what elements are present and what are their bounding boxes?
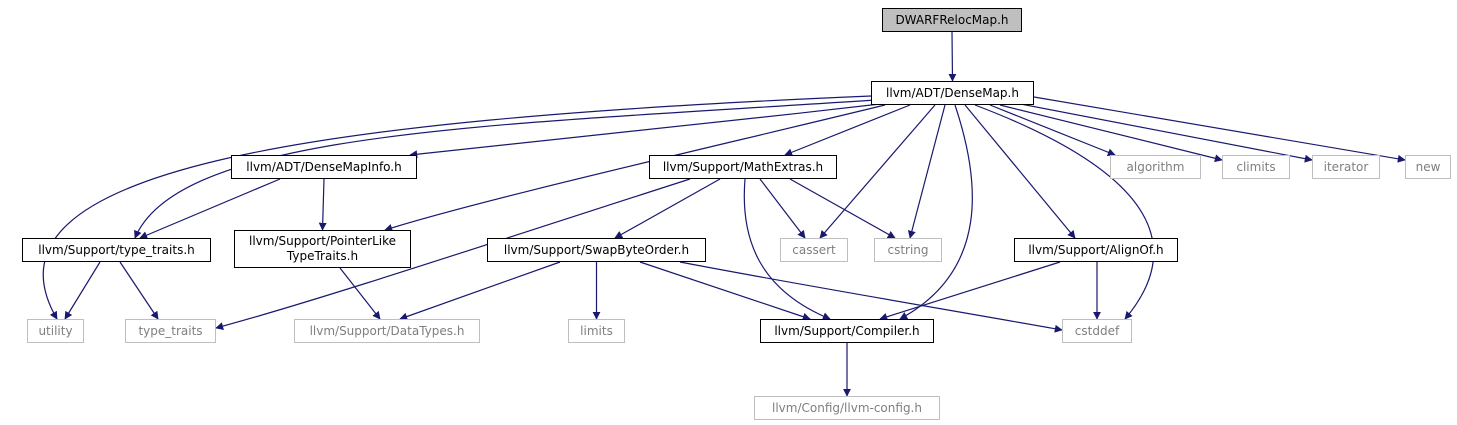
- edge-alignof-to-compiler: [879, 261, 1061, 321]
- edge-mathextras-to-cassert: [759, 178, 806, 239]
- node-label: llvm/Support/MathExtras.h: [662, 159, 824, 174]
- node-cstddef: cstddef: [1062, 319, 1132, 343]
- node-label: cstddef: [1074, 323, 1120, 338]
- node-densemapinfo[interactable]: llvm/ADT/DenseMapInfo.h: [231, 155, 417, 179]
- edge-dwarfrelocmap-to-densemap: [948, 31, 957, 82]
- node-typetraits-h[interactable]: llvm/Support/type_traits.h: [22, 238, 211, 262]
- node-cstring: cstring: [874, 238, 942, 262]
- node-utility: utility: [27, 319, 84, 343]
- edge-densemap-to-typetraits-h: [134, 99, 876, 239]
- edge-densemap-to-pointerlike: [384, 104, 886, 232]
- node-dwarfrelocmap: DWARFRelocMap.h: [882, 8, 1022, 32]
- node-label: DWARFRelocMap.h: [895, 12, 1009, 27]
- edge-densemap-to-mathextras: [784, 104, 911, 157]
- node-climits: climits: [1222, 155, 1290, 179]
- edge-densemap-to-climits: [999, 104, 1223, 163]
- edge-densemap-to-new: [1033, 96, 1406, 163]
- node-pointerlike[interactable]: llvm/Support/PointerLike TypeTraits.h: [234, 230, 411, 268]
- node-swapbyteorder[interactable]: llvm/Support/SwapByteOrder.h: [487, 238, 706, 262]
- node-type-traits: type_traits: [125, 319, 216, 343]
- node-label: climits: [1236, 159, 1276, 174]
- edge-densemap-to-compiler: [899, 104, 973, 320]
- node-limits: limits: [568, 319, 625, 343]
- node-label: llvm/Support/AlignOf.h: [1028, 242, 1164, 257]
- node-label: algorithm: [1126, 159, 1185, 174]
- node-label: cassert: [792, 242, 836, 257]
- edge-swapbyteorder-to-cstddef: [679, 261, 1063, 333]
- node-label: cstring: [887, 242, 929, 257]
- node-label: type_traits: [138, 323, 203, 338]
- node-llvmconfig: llvm/Config/llvm-config.h: [754, 396, 940, 420]
- edge-mathextras-to-cstring: [789, 178, 896, 239]
- edge-mathextras-to-compiler: [743, 178, 831, 320]
- node-algorithm: algorithm: [1110, 155, 1201, 179]
- node-label: llvm/ADT/DenseMap.h: [886, 85, 1019, 100]
- edge-densemap-to-iterator: [1009, 101, 1313, 163]
- edge-typetraits-h-to-utility: [64, 261, 101, 320]
- node-densemap[interactable]: llvm/ADT/DenseMap.h: [871, 81, 1034, 105]
- edge-densemapinfo-to-pointerlike: [318, 178, 327, 231]
- edge-densemap-to-cstddef: [974, 104, 1155, 320]
- node-iterator: iterator: [1312, 155, 1380, 179]
- node-alignof[interactable]: llvm/Support/AlignOf.h: [1014, 238, 1178, 262]
- edge-mathextras-to-type-traits: [215, 178, 691, 330]
- edge-densemap-to-alignof: [964, 104, 1076, 239]
- edge-densemap-to-cassert: [819, 104, 936, 239]
- node-label: llvm/Support/PointerLike TypeTraits.h: [248, 234, 397, 263]
- node-label: llvm/Support/Compiler.h: [774, 323, 920, 338]
- node-mathextras[interactable]: llvm/Support/MathExtras.h: [649, 155, 837, 179]
- node-datatypes: llvm/Support/DataTypes.h: [294, 319, 480, 343]
- edge-typetraits-h-to-type-traits: [119, 261, 159, 320]
- node-new: new: [1405, 155, 1451, 179]
- node-label: llvm/Support/SwapByteOrder.h: [503, 242, 690, 257]
- edge-pointerlike-to-datatypes: [339, 267, 381, 320]
- node-label: llvm/Support/DataTypes.h: [309, 323, 465, 338]
- edge-densemap-to-densemapinfo: [409, 103, 881, 159]
- edge-swapbyteorder-to-datatypes: [399, 261, 561, 321]
- node-label: utility: [38, 323, 73, 338]
- edge-densemap-to-cstring: [907, 104, 946, 239]
- node-label: new: [1415, 159, 1441, 174]
- node-label: iterator: [1323, 159, 1369, 174]
- node-label: llvm/ADT/DenseMapInfo.h: [246, 159, 402, 174]
- edge-densemap-to-algorithm: [989, 104, 1116, 157]
- node-label: llvm/Config/llvm-config.h: [772, 400, 922, 415]
- node-compiler[interactable]: llvm/Support/Compiler.h: [760, 319, 934, 343]
- edge-mathextras-to-swapbyteorder: [614, 178, 721, 239]
- edge-densemapinfo-to-typetraits-h: [139, 178, 281, 239]
- node-cassert: cassert: [780, 238, 848, 262]
- edge-swapbyteorder-to-compiler: [639, 261, 811, 321]
- node-label: llvm/Support/type_traits.h: [38, 242, 195, 257]
- node-label: limits: [580, 323, 613, 338]
